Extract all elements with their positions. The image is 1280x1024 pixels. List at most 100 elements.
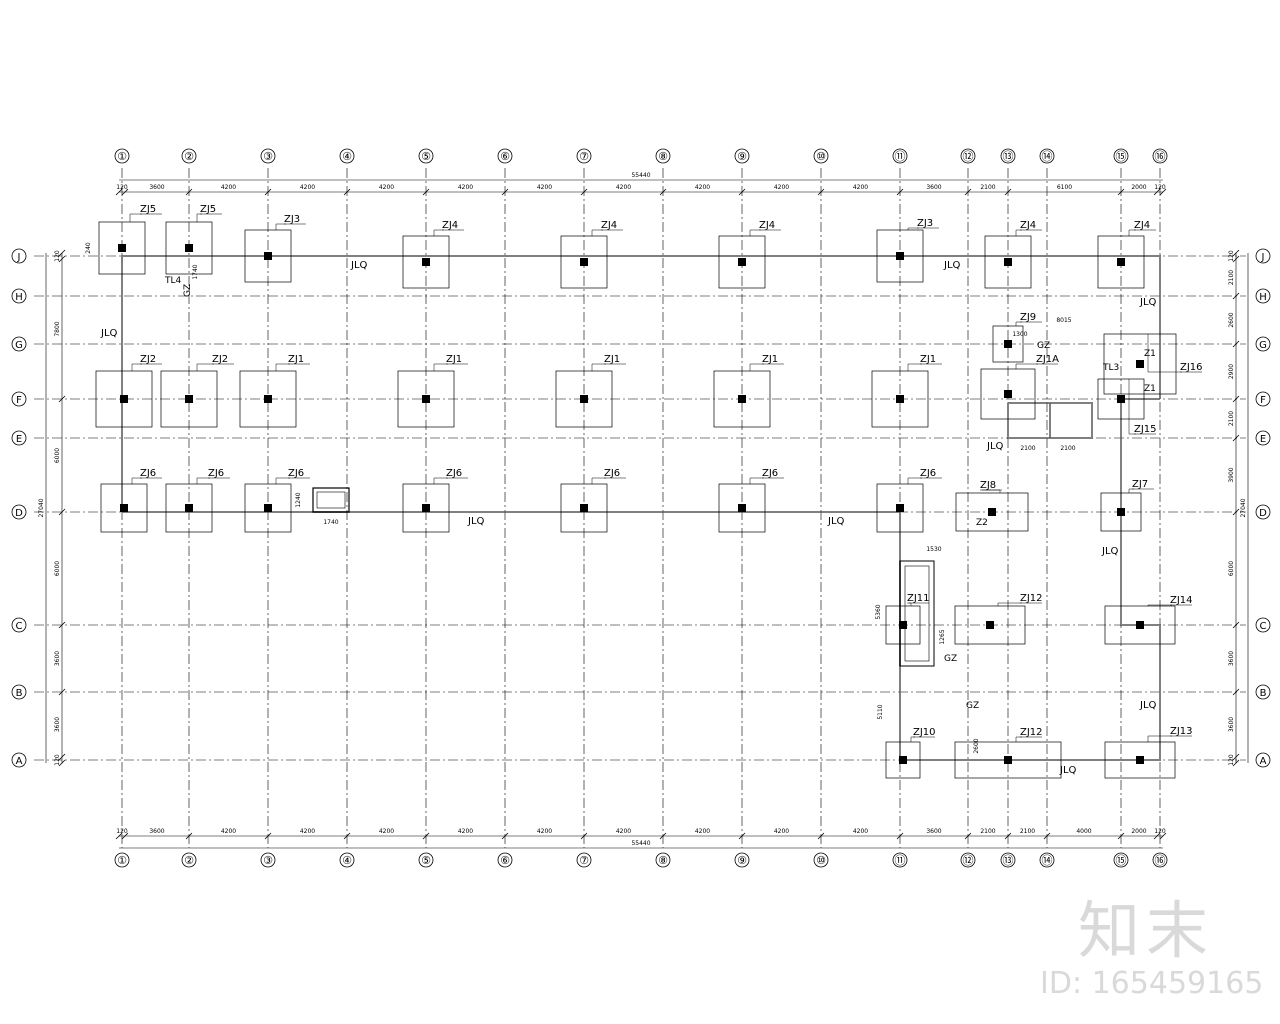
footing bbox=[555, 370, 613, 428]
footing bbox=[885, 605, 921, 645]
dim-text: 7800 bbox=[54, 321, 61, 336]
column-mark bbox=[580, 504, 588, 512]
dim-text: 6000 bbox=[54, 448, 61, 463]
column-mark bbox=[1117, 508, 1125, 516]
footing-leader bbox=[196, 363, 214, 371]
dim-total-top: 55440 bbox=[631, 172, 650, 179]
axis-bubble-y bbox=[1255, 684, 1271, 700]
footing-label: ZJ4 bbox=[442, 220, 458, 231]
dim-text: 2900 bbox=[1228, 364, 1235, 379]
dim-tick bbox=[58, 753, 66, 761]
footing bbox=[1097, 378, 1145, 420]
axis-label-y: B bbox=[16, 688, 23, 699]
column-mark bbox=[1004, 756, 1012, 764]
axis-label-x: ⑮ bbox=[1116, 854, 1127, 867]
misc-label: Z2 bbox=[976, 518, 988, 528]
column-footings bbox=[95, 221, 1177, 779]
dim-tick bbox=[121, 188, 129, 196]
axis-grid-lines bbox=[34, 168, 1246, 848]
axis-label-x: ⑧ bbox=[658, 150, 668, 163]
local-dim: 2600 bbox=[973, 738, 980, 753]
axis-label-x: ③ bbox=[263, 150, 273, 163]
footing-label: ZJ4 bbox=[1020, 220, 1036, 231]
local-dim: 5110 bbox=[877, 704, 884, 719]
footing bbox=[713, 370, 771, 428]
dim-tick bbox=[58, 508, 66, 516]
dim-text: 3600 bbox=[1228, 651, 1235, 666]
dim-text: 2600 bbox=[1228, 312, 1235, 327]
beam-label: JLQ bbox=[1059, 765, 1077, 776]
axis-bubble-y bbox=[1255, 391, 1271, 407]
footing-label: ZJ6 bbox=[604, 468, 620, 479]
axis-label-x: ⑯ bbox=[1155, 150, 1166, 163]
footing-label: ZJ9 bbox=[1020, 312, 1036, 323]
footing bbox=[402, 483, 450, 533]
dim-tick bbox=[738, 188, 746, 196]
footing bbox=[560, 483, 608, 533]
dim-text: 2000 bbox=[1131, 828, 1146, 835]
beam-label: JLQ bbox=[350, 260, 368, 271]
footing bbox=[885, 741, 921, 779]
dim-text: 4200 bbox=[853, 184, 868, 191]
footing-leader bbox=[749, 229, 761, 236]
axis-bubble-x bbox=[960, 148, 976, 164]
footing-label: ZJ5 bbox=[140, 204, 156, 215]
axis-label-y: C bbox=[16, 621, 23, 632]
footing bbox=[397, 370, 455, 428]
beam-label: JLQ bbox=[827, 516, 845, 527]
axis-bubble-x bbox=[339, 852, 355, 868]
beam-label: JLQ bbox=[986, 441, 1004, 452]
footing-leader bbox=[433, 363, 448, 371]
beam-label: JLQ bbox=[943, 260, 961, 271]
beam-label: JLQ bbox=[1139, 700, 1157, 711]
axis-label-x: ⑮ bbox=[1116, 150, 1127, 163]
dim-tick bbox=[1232, 249, 1240, 257]
axis-bubble-y bbox=[11, 391, 27, 407]
footing bbox=[992, 325, 1024, 363]
footing-leader bbox=[982, 489, 1001, 493]
dim-text: 4200 bbox=[616, 828, 631, 835]
dim-text: 4200 bbox=[221, 828, 236, 835]
dim-tick bbox=[58, 255, 66, 263]
axis-bubble-x bbox=[734, 852, 750, 868]
footing-leader bbox=[196, 213, 202, 222]
dim-text: 2100 bbox=[1020, 828, 1035, 835]
column-mark bbox=[185, 504, 193, 512]
dim-tick bbox=[896, 188, 904, 196]
axis-bubble-x bbox=[1152, 852, 1168, 868]
axis-bubble-x bbox=[339, 148, 355, 164]
axis-bubble-x bbox=[655, 148, 671, 164]
column-mark bbox=[185, 244, 193, 252]
axis-bubble-y bbox=[11, 288, 27, 304]
axis-bubble-y bbox=[1255, 617, 1271, 633]
axis-label-x: ⑪ bbox=[895, 150, 906, 163]
dim-tick bbox=[964, 188, 972, 196]
column-mark bbox=[986, 621, 994, 629]
footing-label: ZJ7 bbox=[1132, 479, 1148, 490]
axis-bubble-x bbox=[960, 852, 976, 868]
footing-label: ZJ6 bbox=[140, 468, 156, 479]
dim-tick bbox=[1232, 340, 1240, 348]
dim-text: 2100 bbox=[1228, 411, 1235, 426]
axis-bubble-y bbox=[1255, 336, 1271, 352]
dim-text: 4200 bbox=[853, 828, 868, 835]
dim-text: 4200 bbox=[221, 184, 236, 191]
column-mark bbox=[120, 504, 128, 512]
axis-bubble-x bbox=[892, 852, 908, 868]
footing-leader bbox=[1147, 334, 1182, 373]
dim-text: 4200 bbox=[458, 184, 473, 191]
column-mark bbox=[580, 258, 588, 266]
axis-label-y: B bbox=[1260, 688, 1267, 699]
footing-label: ZJ1A bbox=[1036, 354, 1059, 365]
footing-leader bbox=[591, 477, 606, 484]
dim-text: 2100 bbox=[1228, 270, 1235, 285]
axis-label-x: ⑬ bbox=[1003, 150, 1014, 163]
dim-tick bbox=[817, 832, 825, 840]
axis-bubble-x bbox=[892, 148, 908, 164]
axis-bubble-y bbox=[1255, 248, 1271, 264]
footing-leader bbox=[591, 229, 603, 236]
dim-text: 120 bbox=[1228, 754, 1235, 766]
footing-label: ZJ6 bbox=[288, 468, 304, 479]
footing-leader bbox=[433, 477, 448, 484]
column-mark bbox=[264, 252, 272, 260]
